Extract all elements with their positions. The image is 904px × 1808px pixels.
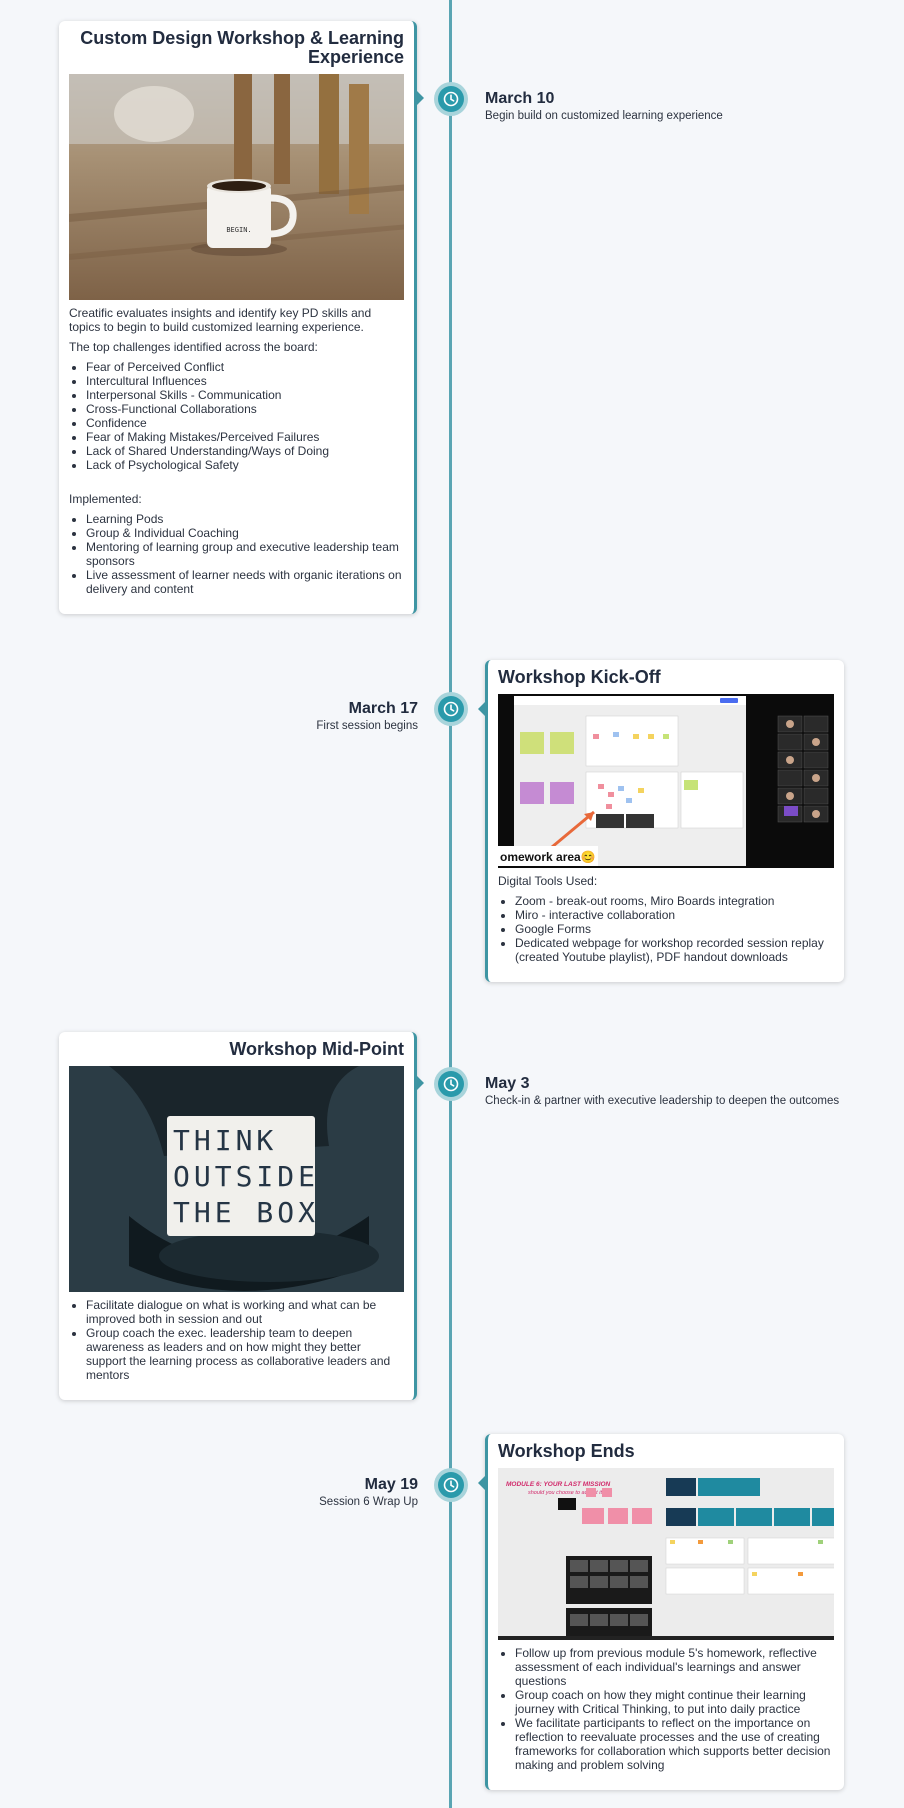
list-item: We facilitate participants to reflect on…	[515, 1716, 834, 1772]
card-title: Custom Design Workshop & Learning Experi…	[80, 28, 404, 67]
list-item: Zoom - break-out rooms, Miro Boards inte…	[515, 894, 834, 908]
svg-text:THINK: THINK	[173, 1124, 277, 1157]
event-date: May 19	[364, 1476, 418, 1493]
list-item: Lack of Psychological Safety	[86, 458, 404, 472]
think-outside-the-box-photo: THINK OUTSIDE THE BOX	[69, 1066, 404, 1292]
svg-text:MODULE 6: YOUR LAST MISSION: MODULE 6: YOUR LAST MISSION	[506, 1481, 611, 1488]
list-item: Mentoring of learning group and executiv…	[86, 540, 404, 568]
event-subtitle: Session 6 Wrap Up	[319, 1496, 418, 1508]
svg-text:OUTSIDE: OUTSIDE	[173, 1160, 319, 1193]
event-date-block: March 10 Begin build on customized learn…	[485, 90, 723, 123]
list-item: Fear of Perceived Conflict	[86, 360, 404, 374]
list-item: Group coach on how they might continue t…	[515, 1688, 834, 1716]
list-item: Miro - interactive collaboration	[515, 908, 834, 922]
implemented-heading: Implemented:	[69, 492, 142, 506]
midpoint-list: Facilitate dialogue on what is working a…	[69, 1298, 404, 1382]
event-date-block: March 17 First session begins	[316, 700, 418, 733]
timeline-node	[434, 1468, 468, 1502]
event-date-block: May 3 Check-in & partner with executive …	[485, 1075, 839, 1108]
list-item: Confidence	[86, 416, 404, 430]
coffee-mug-photo: BEGIN.	[69, 74, 404, 300]
list-item: Dedicated webpage for workshop recorded …	[515, 936, 834, 964]
list-item: Interpersonal Skills - Communication	[86, 388, 404, 402]
list-item: Intercultural Influences	[86, 374, 404, 388]
wrapup-list: Follow up from previous module 5's homew…	[498, 1646, 834, 1772]
list-item: Fear of Making Mistakes/Perceived Failur…	[86, 430, 404, 444]
event-date: May 3	[485, 1075, 530, 1092]
card-workshop-kick-off: Workshop Kick-Off	[478, 660, 844, 982]
card-intro: Creatific evaluates insights and identif…	[69, 306, 372, 334]
list-item: Learning Pods	[86, 512, 404, 526]
list-item: Follow up from previous module 5's homew…	[515, 1646, 834, 1688]
card-title: Workshop Kick-Off	[498, 667, 661, 687]
event-date-block: May 19 Session 6 Wrap Up	[319, 1476, 418, 1509]
clock-icon	[443, 1477, 459, 1493]
clock-icon	[443, 701, 459, 717]
list-item: Group coach the exec. leadership team to…	[86, 1326, 404, 1382]
event-date: March 17	[348, 700, 418, 717]
event-subtitle: Begin build on customized learning exper…	[485, 110, 723, 122]
svg-text:BEGIN.: BEGIN.	[226, 226, 251, 234]
card-workshop-ends: Workshop Ends MODULE 6: YOUR LAST MISSIO…	[478, 1434, 844, 1790]
timeline-node	[434, 82, 468, 116]
challenges-heading: The top challenges identified across the…	[69, 340, 318, 354]
list-item: Cross-Functional Collaborations	[86, 402, 404, 416]
timeline-node	[434, 1067, 468, 1101]
card-title: Workshop Ends	[498, 1441, 635, 1461]
implemented-list: Learning Pods Group & Individual Coachin…	[69, 512, 404, 596]
list-item: Live assessment of learner needs with or…	[86, 568, 404, 596]
list-item: Facilitate dialogue on what is working a…	[86, 1298, 404, 1326]
svg-text:THE BOX: THE BOX	[173, 1196, 319, 1229]
final-module-screenshot: MODULE 6: YOUR LAST MISSION should you c…	[498, 1468, 834, 1640]
list-item: Group & Individual Coaching	[86, 526, 404, 540]
timeline-node	[434, 692, 468, 726]
event-subtitle: First session begins	[316, 720, 418, 732]
clock-icon	[443, 91, 459, 107]
tools-heading: Digital Tools Used:	[498, 874, 598, 888]
clock-icon	[443, 1076, 459, 1092]
list-item: Lack of Shared Understanding/Ways of Doi…	[86, 444, 404, 458]
svg-text:omework area😊: omework area😊	[500, 850, 596, 864]
event-subtitle: Check-in & partner with executive leader…	[485, 1095, 840, 1107]
svg-text:should you choose to accept it: should you choose to accept it...	[528, 1490, 607, 1496]
event-date: March 10	[485, 90, 555, 107]
timeline-line	[449, 0, 452, 1808]
miro-zoom-screenshot: omework area😊	[498, 694, 834, 868]
card-custom-design-workshop: Custom Design Workshop & Learning Experi…	[59, 21, 424, 614]
list-item: Google Forms	[515, 922, 834, 936]
card-workshop-mid-point: Workshop Mid-Point THINK OUTSIDE THE BOX…	[59, 1032, 424, 1400]
challenges-list: Fear of Perceived Conflict Intercultural…	[69, 360, 404, 472]
tools-list: Zoom - break-out rooms, Miro Boards inte…	[498, 894, 834, 964]
card-title: Workshop Mid-Point	[229, 1039, 404, 1059]
